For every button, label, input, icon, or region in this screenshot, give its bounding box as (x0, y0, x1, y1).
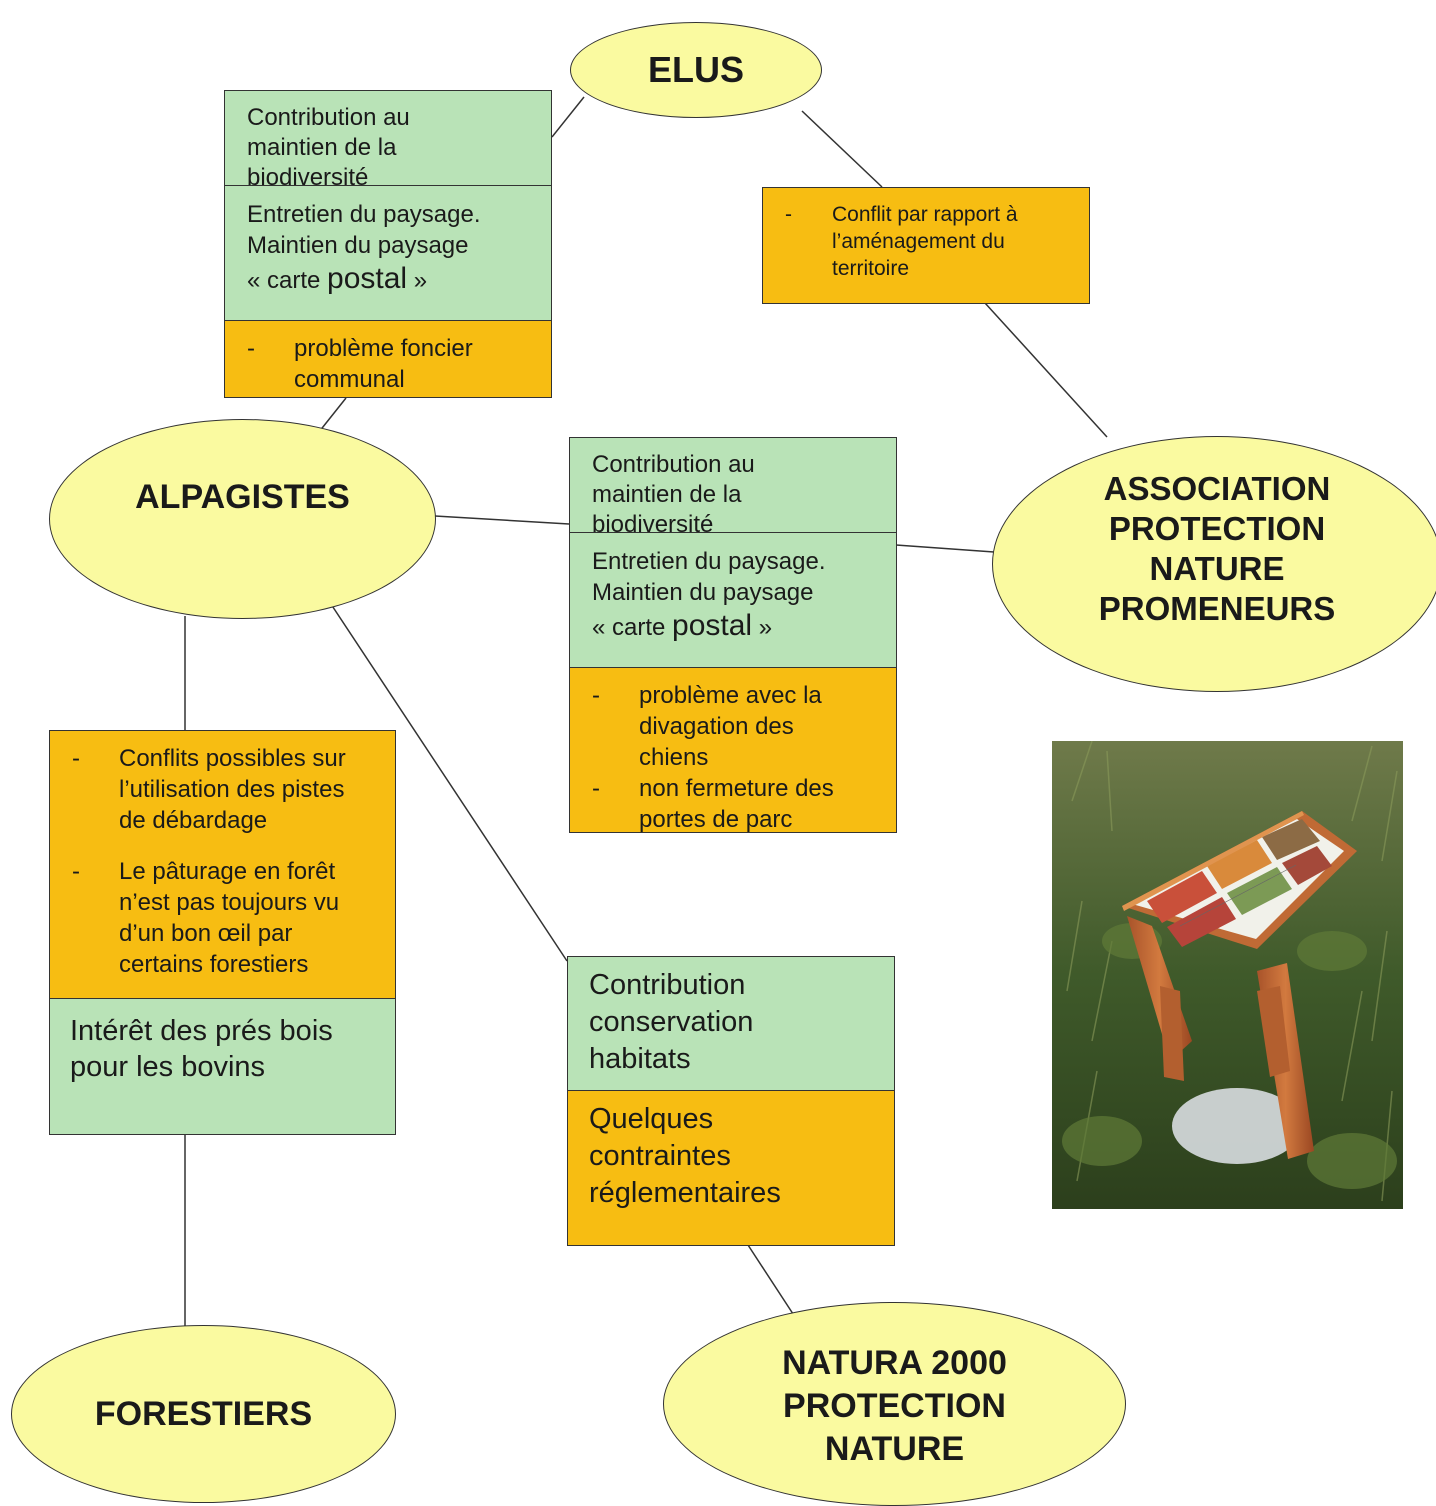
actor-association-line: PROTECTION (1108, 510, 1326, 547)
quote-open: « carte (247, 267, 328, 294)
box-text-line: Quelques (589, 1103, 714, 1135)
actor-forestiers: FORESTIERS (11, 1325, 396, 1503)
actor-alpagistes-label: ALPAGISTES (135, 478, 350, 516)
box-text-line: territoire (832, 257, 910, 280)
dash-bullet: - (247, 335, 255, 362)
box-text-line: problème foncier (294, 335, 473, 362)
box-text-line: Conflit par rapport à (832, 203, 1018, 226)
box-text-line: réglementaires (589, 1177, 781, 1209)
box-text-line: biodiversité (592, 511, 714, 534)
actor-association-line: NATURE (1149, 550, 1285, 587)
panel-pictures (1147, 819, 1332, 947)
box-text-line: Contribution (589, 969, 746, 1001)
box-text-line: chiens (639, 744, 709, 771)
quote-close: » (752, 614, 773, 641)
positive-box-paysage: Entretien du paysage. Maintien du paysag… (224, 185, 552, 322)
connector-box2-association (895, 544, 995, 553)
connector-box3-natura (747, 1244, 798, 1321)
negative-box-foncier: - problème foncier communal (224, 320, 552, 398)
box-text-line: problème avec la (639, 682, 822, 709)
box-text-line: de débardage (119, 807, 268, 834)
conflict-item: - Le pâturage en forêt n’est pas toujour… (72, 856, 395, 980)
box-text-line: conservation (589, 1006, 754, 1038)
conflict-item: - non fermeture des portes de parc (592, 773, 896, 833)
box-text-line: maintien de la (247, 134, 397, 161)
dash-bullet: - (785, 203, 792, 226)
actor-forestiers-label: FORESTIERS (94, 1394, 313, 1433)
negative-box-chiens: - problème avec la divagation des chiens… (569, 667, 897, 833)
actor-natura-line: PROTECTION (783, 1387, 1006, 1425)
quote-open: « carte (592, 614, 673, 641)
connector-elus-conflit (801, 110, 883, 188)
quote-word: postal (327, 262, 408, 295)
box-text-line: certains forestiers (119, 951, 309, 978)
box-text-line: « carte postal » (592, 608, 896, 646)
connector-alpagistes-box3 (320, 588, 568, 962)
dash-bullet: - (592, 682, 600, 709)
box-text-line: Maintien du paysage (247, 232, 469, 259)
box-text-line: habitats (589, 1043, 691, 1075)
box-text-line: biodiversité (247, 164, 369, 187)
actor-elus: ELUS (570, 22, 822, 118)
dash-bullet: - (72, 858, 80, 885)
box-text-line: Le pâturage en forêt (119, 858, 336, 885)
negative-box-pistes: - Conflits possibles sur l’utilisation d… (49, 730, 396, 1000)
box-text-line: « carte postal » (247, 261, 551, 299)
box-text-line: l’aménagement du (832, 230, 1005, 253)
positive-box-habitats: Contribution conservation habitats (567, 956, 895, 1092)
actor-alpagistes: ALPAGISTES (49, 419, 436, 619)
box-text-line: Conflits possibles sur (119, 745, 346, 772)
conflict-item: - Conflit par rapport à l’aménagement du… (785, 201, 1089, 282)
box-text-line: d’un bon œil par (119, 920, 293, 947)
quote-close: » (407, 267, 428, 294)
box-text-line: l’utilisation des pistes (119, 776, 345, 803)
box-text-line: portes de parc (639, 806, 793, 833)
actor-elus-label: ELUS (647, 49, 744, 90)
positive-box-biodiversite: Contribution au maintien de la biodivers… (569, 437, 897, 534)
box-text-line: communal (294, 366, 405, 393)
quote-word: postal (672, 609, 753, 642)
actor-natura-line: NATURE (824, 1430, 965, 1468)
box-text-line: contraintes (589, 1140, 731, 1172)
box-text-line: Entretien du paysage. (247, 201, 481, 228)
box-text-line: n’est pas toujours vu (119, 889, 340, 916)
actor-natura-line: NATURA 2000 (782, 1344, 1007, 1382)
box-text-line: Contribution au (247, 104, 410, 131)
positive-box-pres-bois: Intérêt des prés bois pour les bovins (49, 998, 396, 1135)
conflict-item: - problème foncier communal (247, 333, 551, 395)
actor-association-line: PROMENEURS (1098, 590, 1336, 627)
box-text-line: Contribution au (592, 451, 755, 478)
box-text-line: non fermeture des (639, 775, 834, 802)
box-text-line: maintien de la (592, 481, 742, 508)
negative-box-contraintes: Quelques contraintes réglementaires (567, 1090, 895, 1246)
information-panel-photo (1052, 741, 1403, 1209)
dash-bullet: - (72, 745, 80, 772)
positive-box-biodiversite: Contribution au maintien de la biodivers… (224, 90, 552, 187)
connector-conflit-association (984, 302, 1108, 438)
connector-alpagistes-box2 (434, 515, 570, 525)
connector-elus-box1 (551, 96, 585, 138)
box-text-line: divagation des (639, 713, 794, 740)
actor-association: ASSOCIATION PROTECTION NATURE PROMENEURS (992, 436, 1436, 692)
negative-box-amenagement: - Conflit par rapport à l’aménagement du… (762, 187, 1090, 304)
box-text-line: Intérêt des prés bois (70, 1015, 333, 1047)
conflict-item: - problème avec la divagation des chiens (592, 680, 896, 773)
conflict-item: - Conflits possibles sur l’utilisation d… (72, 743, 395, 836)
actor-natura: NATURA 2000 PROTECTION NATURE (663, 1302, 1126, 1506)
box-text-line: Maintien du paysage (592, 579, 814, 606)
dash-bullet: - (592, 775, 600, 802)
box-text-line: Entretien du paysage. (592, 548, 826, 575)
box-text-line: pour les bovins (70, 1051, 266, 1083)
positive-box-paysage: Entretien du paysage. Maintien du paysag… (569, 532, 897, 669)
actor-association-line: ASSOCIATION (1103, 470, 1331, 507)
